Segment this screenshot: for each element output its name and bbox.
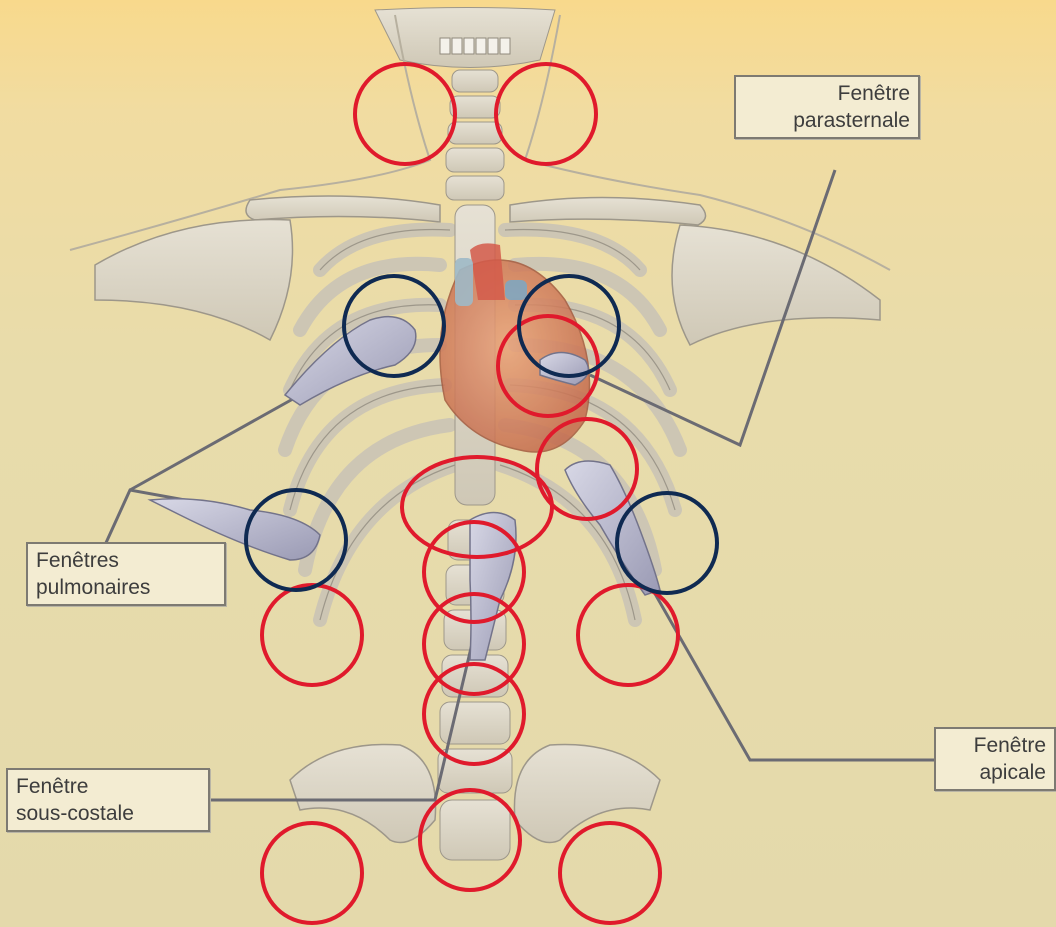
red-circle-pelvis-left [262, 823, 362, 923]
label-apicale: Fenêtre apicale [934, 727, 1056, 791]
skull-jaw [375, 8, 555, 68]
cervical-spine [446, 70, 504, 200]
red-circle-neck-right [496, 64, 596, 164]
label-pulmonaires: Fenêtres pulmonaires [26, 542, 226, 606]
red-circle-neck-left [355, 64, 455, 164]
red-circle-flank-left [262, 585, 362, 685]
label-sous-costale: Fenêtre sous-costale [6, 768, 210, 832]
label-parasternal: Fenêtre parasternale [734, 75, 920, 139]
red-circle-pelvis-right [560, 823, 660, 923]
